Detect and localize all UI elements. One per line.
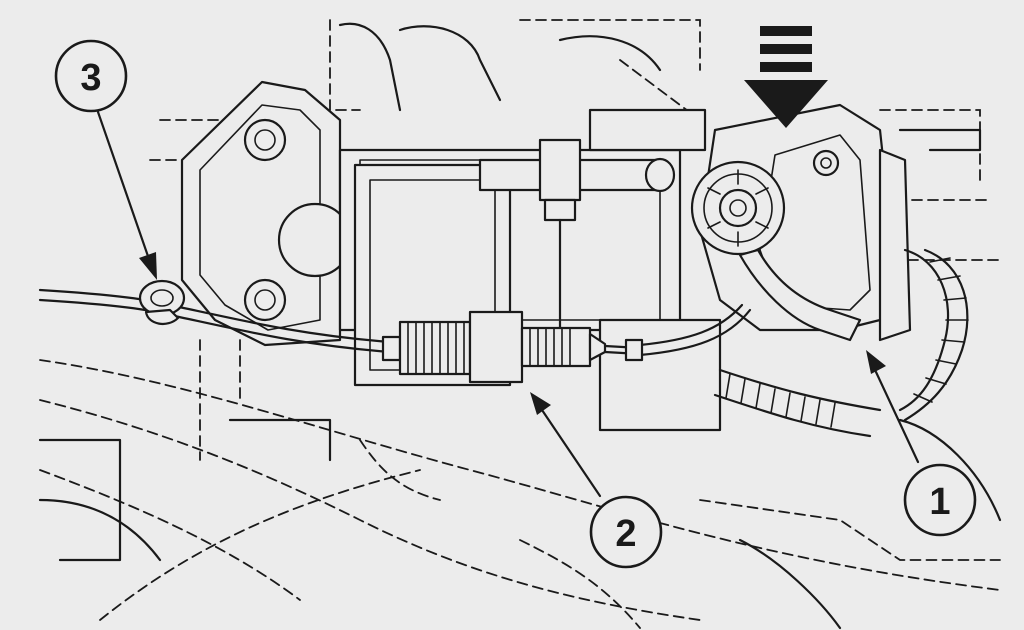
throttle-body-housing	[180, 80, 722, 432]
throttle-cable	[38, 279, 752, 357]
callout-3: 3	[54, 39, 128, 113]
callout-3-label: 3	[80, 57, 101, 99]
leader-arrows	[96, 110, 920, 498]
callout-2: 2	[589, 495, 663, 569]
callout-1-label: 1	[929, 481, 950, 523]
press-direction-arrow	[744, 26, 828, 128]
callout-1: 1	[903, 463, 977, 537]
throttle-sensor-assembly	[690, 103, 969, 438]
cable-adjuster	[381, 310, 644, 384]
callout-2-label: 2	[615, 513, 636, 555]
